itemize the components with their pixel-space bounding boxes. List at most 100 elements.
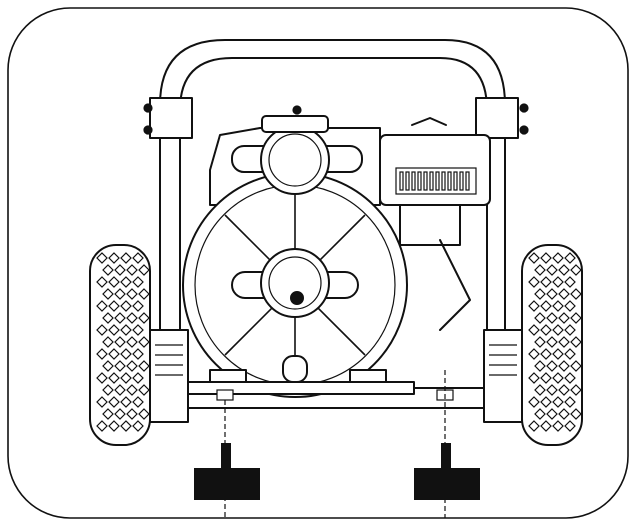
tread-diamond	[120, 324, 132, 336]
tread-diamond	[564, 276, 576, 288]
engine-vent-slot	[417, 171, 422, 191]
tread-diamond	[96, 300, 108, 312]
tread-diamond	[132, 324, 144, 336]
tread-diamond	[534, 288, 546, 300]
tread-diamond	[132, 276, 144, 288]
tread-diamond	[540, 300, 552, 312]
tread-diamond	[540, 252, 552, 264]
tread-diamond	[546, 288, 558, 300]
tread-diamond	[534, 312, 546, 324]
engine-vent-slot	[399, 171, 404, 191]
tread-diamond	[96, 324, 108, 336]
tread-diamond	[552, 348, 564, 360]
tread-diamond	[534, 336, 546, 348]
tread-diamond	[126, 384, 138, 396]
engine-vent-slot	[435, 171, 440, 191]
tread-diamond	[552, 396, 564, 408]
tread-diamond	[96, 372, 108, 384]
tread-diamond	[528, 324, 540, 336]
engine-vent-slot	[459, 171, 464, 191]
tread-diamond	[120, 300, 132, 312]
tread-diamond	[528, 420, 540, 432]
tread-diamond	[540, 276, 552, 288]
tread-diamond	[534, 408, 546, 420]
tread-diamond	[552, 300, 564, 312]
tread-diamond	[102, 384, 114, 396]
tread-diamond	[546, 336, 558, 348]
tread-diamond	[558, 360, 570, 372]
tread-diamond	[546, 312, 558, 324]
tread-diamond	[546, 360, 558, 372]
tread-diamond	[528, 372, 540, 384]
tread-diamond	[114, 288, 126, 300]
tread-diamond	[528, 396, 540, 408]
right-wheel	[521, 244, 583, 446]
tread-diamond	[102, 408, 114, 420]
tread-diamond	[114, 336, 126, 348]
tread-diamond	[132, 348, 144, 360]
tread-diamond	[564, 420, 576, 432]
tread-diamond	[108, 372, 120, 384]
tread-diamond	[552, 276, 564, 288]
tread-diamond	[108, 420, 120, 432]
tread-diamond	[108, 324, 120, 336]
tread-diamond	[552, 252, 564, 264]
tread-diamond	[114, 408, 126, 420]
tread-diamond	[564, 348, 576, 360]
engine-vent-slot	[429, 171, 434, 191]
tread-diamond	[546, 408, 558, 420]
engine-vent-slot	[441, 171, 446, 191]
tread-diamond	[114, 264, 126, 276]
tread-diamond	[534, 360, 546, 372]
engine-pump-unit	[182, 105, 491, 398]
tread-diamond	[120, 396, 132, 408]
tread-diamond	[540, 396, 552, 408]
engine-vent-slot	[465, 171, 470, 191]
tread-diamond	[138, 312, 150, 324]
frame-outline	[7, 7, 629, 519]
engine-vent-slot	[405, 171, 410, 191]
tread-diamond	[558, 264, 570, 276]
tread-diamond	[564, 324, 576, 336]
tread-diamond	[552, 324, 564, 336]
tread-diamond	[114, 312, 126, 324]
tread-diamond	[138, 384, 150, 396]
tread-diamond	[570, 288, 582, 300]
tread-diamond	[132, 252, 144, 264]
tread-diamond	[96, 348, 108, 360]
tread-diamond	[528, 276, 540, 288]
tread-diamond	[570, 408, 582, 420]
tread-diamond	[120, 420, 132, 432]
tread-diamond	[570, 336, 582, 348]
tread-diamond	[540, 348, 552, 360]
engine-vent-slot	[423, 171, 428, 191]
tread-diamond	[108, 396, 120, 408]
tread-diamond	[546, 264, 558, 276]
tread-diamond	[114, 360, 126, 372]
tread-diamond	[534, 264, 546, 276]
tread-diamond	[570, 360, 582, 372]
tread-diamond	[96, 396, 108, 408]
tread-diamond	[108, 252, 120, 264]
tread-diamond	[102, 288, 114, 300]
tread-diamond	[564, 300, 576, 312]
tread-diamond	[540, 420, 552, 432]
tread-diamond	[126, 288, 138, 300]
tread-diamond	[570, 384, 582, 396]
tread-diamond	[558, 336, 570, 348]
tread-diamond	[534, 384, 546, 396]
tread-diamond	[552, 420, 564, 432]
tread-diamond	[570, 264, 582, 276]
tread-diamond	[558, 408, 570, 420]
tread-diamond	[120, 252, 132, 264]
tread-diamond	[132, 396, 144, 408]
tread-diamond	[96, 420, 108, 432]
tread-diamond	[546, 384, 558, 396]
tread-diamond	[132, 420, 144, 432]
left-wheel	[89, 244, 151, 446]
tread-diamond	[96, 252, 108, 264]
tread-diamond	[138, 288, 150, 300]
tread-diamond	[126, 312, 138, 324]
